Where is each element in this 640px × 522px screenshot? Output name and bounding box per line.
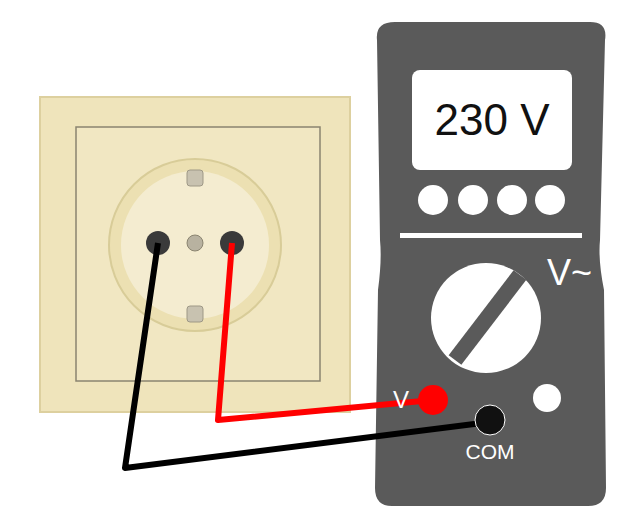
meter-button bbox=[418, 185, 448, 215]
meter-button bbox=[535, 185, 565, 215]
earth-clip bbox=[187, 306, 203, 322]
v-jack bbox=[418, 385, 448, 415]
plate-inner bbox=[76, 127, 320, 381]
meter-display: 230 V bbox=[412, 70, 572, 170]
display-reading: 230 V bbox=[435, 95, 550, 145]
red-probe-wire bbox=[218, 243, 433, 420]
center-screw bbox=[187, 235, 203, 251]
function-symbol: V~ bbox=[547, 252, 592, 294]
jack-label: V bbox=[393, 386, 409, 414]
earth-clip bbox=[187, 170, 203, 186]
jack-label: COM bbox=[466, 440, 515, 464]
socket-recess bbox=[121, 171, 269, 319]
meter-button bbox=[497, 185, 527, 215]
meter-button bbox=[458, 185, 488, 215]
wall-plate bbox=[40, 97, 350, 412]
rotary-dial bbox=[431, 263, 541, 373]
black-probe-wire bbox=[125, 243, 490, 468]
divider-line bbox=[400, 233, 582, 238]
com-jack bbox=[475, 405, 505, 435]
socket-face bbox=[109, 159, 281, 331]
dial-pointer bbox=[455, 275, 520, 360]
unused-jack bbox=[533, 384, 561, 412]
